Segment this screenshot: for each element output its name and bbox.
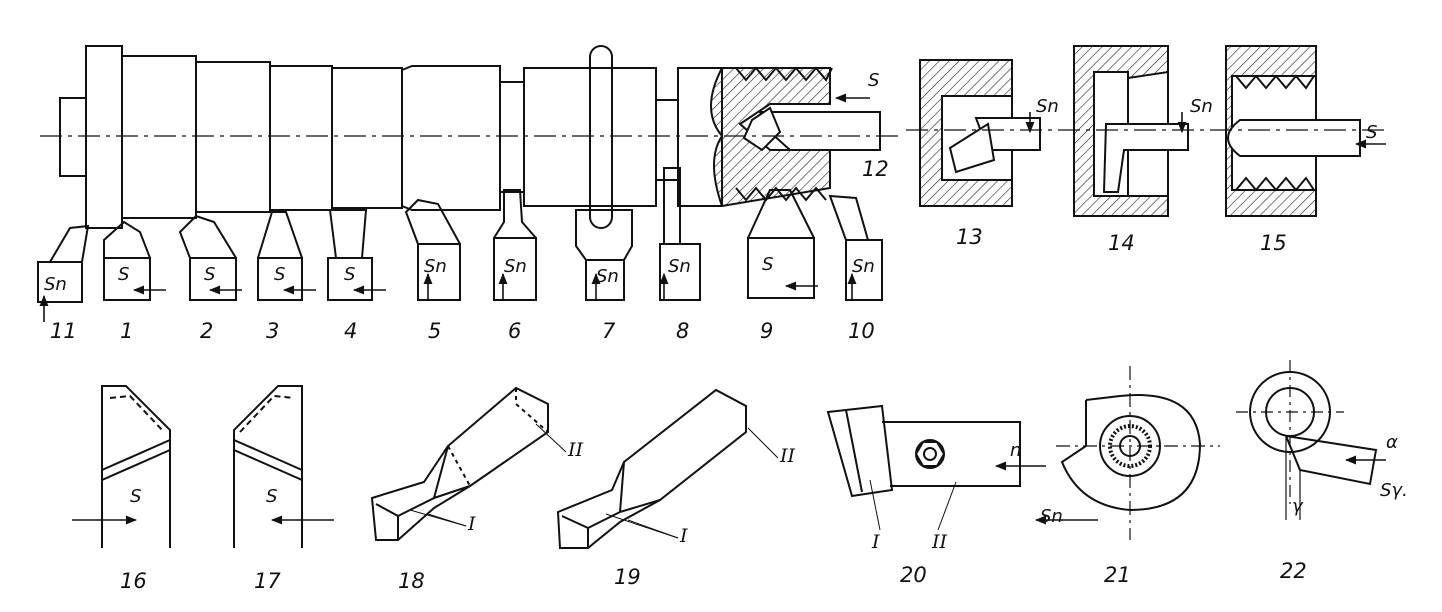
sym-n-20: n: [1010, 440, 1021, 461]
label-3: 3: [266, 319, 279, 343]
sym-sn-14: Sn: [1190, 96, 1213, 117]
sym-s-9: S: [762, 254, 773, 275]
workpiece-shaft: [59, 45, 723, 229]
tool-19: [556, 388, 747, 549]
tool-4: [327, 209, 373, 301]
label-4: 4: [344, 319, 357, 343]
tool-6: [493, 189, 537, 301]
sym-s-2: S: [204, 264, 215, 285]
roman-markers: II I II I I II: [467, 439, 948, 553]
sym-sn-7: Sn: [596, 266, 619, 287]
label-9: 9: [760, 319, 773, 343]
label-21: 21: [1104, 563, 1131, 587]
leader-lines: [409, 423, 957, 539]
roman-i-19: I: [679, 525, 688, 547]
sym-gamma-22: γ: [1292, 496, 1304, 517]
tool-3: [257, 211, 303, 301]
sym-sn-13: Sn: [1036, 96, 1059, 117]
tool-8: [659, 167, 701, 301]
label-2: 2: [200, 319, 213, 343]
tool-5: [404, 198, 461, 301]
label-5: 5: [428, 319, 441, 343]
label-1: 1: [120, 319, 133, 343]
tool-17: [233, 385, 303, 548]
tool-7: [575, 209, 633, 301]
sym-sn-10: Sn: [852, 256, 875, 277]
label-18: 18: [398, 569, 425, 593]
label-8: 8: [676, 319, 689, 343]
roman-i-20: I: [871, 531, 880, 553]
label-12: 12: [862, 157, 889, 181]
label-20: 20: [900, 563, 927, 587]
tool-2: [178, 214, 237, 301]
label-7: 7: [602, 319, 616, 343]
tool-10: [828, 194, 883, 301]
sym-sn-6: Sn: [504, 256, 527, 277]
roman-ii-20: II: [931, 531, 948, 553]
roman-ii-18: II: [567, 439, 584, 461]
sym-s-16: S: [130, 486, 141, 507]
sym-s-4: S: [344, 264, 355, 285]
label-15: 15: [1260, 231, 1287, 255]
tool-20: [826, 404, 1021, 498]
label-17: 17: [254, 569, 281, 593]
sym-sn-5: Sn: [424, 256, 447, 277]
tool-18: [370, 386, 549, 541]
figure-numbers: 11 1 2 3 4 5 6 7 8 9 10 12 13 14 15 16 1…: [50, 157, 1307, 593]
sym-s-15: S: [1366, 122, 1377, 143]
label-10: 10: [848, 319, 875, 343]
feed-arrows: [39, 93, 1386, 525]
sym-sn-11: Sn: [44, 274, 67, 295]
sym-sn-8: Sn: [668, 256, 691, 277]
sym-s-3: S: [274, 264, 285, 285]
detail-13: [919, 59, 1041, 207]
sym-sgamma-22: Sγ.: [1380, 480, 1408, 501]
tool-11: [37, 224, 90, 303]
label-16: 16: [120, 569, 147, 593]
sym-s-17: S: [266, 486, 277, 507]
roman-ii-19: II: [779, 445, 796, 467]
tool-1: [103, 220, 151, 301]
label-11: 11: [50, 319, 77, 343]
sym-s-12: S: [868, 70, 879, 91]
threaded-bore-section: [710, 66, 881, 208]
roman-i-18: I: [467, 513, 476, 535]
sym-s-1: S: [118, 264, 129, 285]
detail-14: [1073, 45, 1189, 217]
tool-21: [1056, 366, 1220, 540]
label-22: 22: [1280, 559, 1307, 583]
feed-symbols: Sn S S S S Sn Sn Sn Sn S Sn S Sn Sn S S …: [44, 70, 1408, 527]
label-13: 13: [956, 225, 983, 249]
label-19: 19: [614, 565, 641, 589]
label-14: 14: [1108, 231, 1135, 255]
detail-15: [1225, 45, 1361, 217]
sym-sn-21: Sn: [1040, 506, 1063, 527]
tool-22: [1236, 360, 1378, 520]
tool-16: [101, 385, 171, 548]
tool-9: [747, 189, 815, 299]
sym-alpha-22: α: [1386, 432, 1398, 453]
label-6: 6: [508, 319, 521, 343]
